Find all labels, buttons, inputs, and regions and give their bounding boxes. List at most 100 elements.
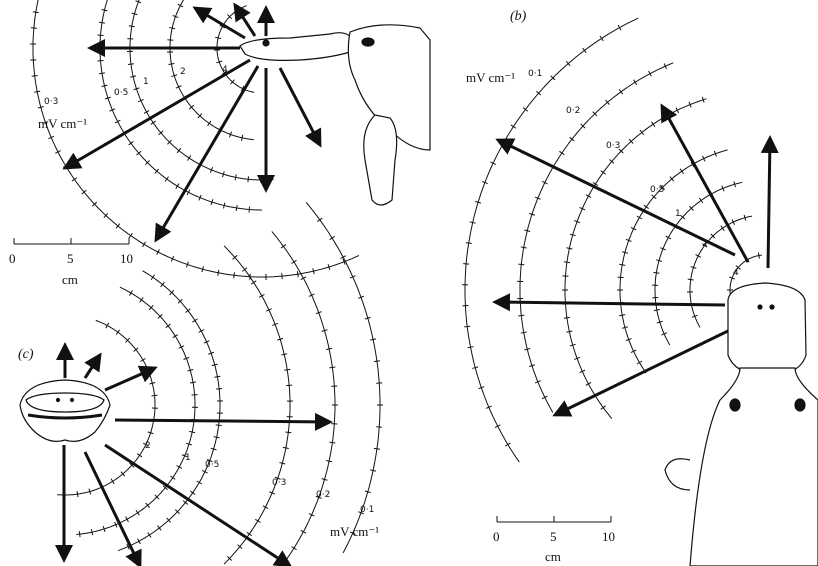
arc-tick: [285, 431, 292, 434]
arc-tick: [187, 155, 192, 161]
scale-a-tick-0: 0: [9, 251, 16, 266]
arc-tick: [103, 212, 109, 219]
arc-tick: [286, 384, 293, 387]
arc-tick: [42, 121, 49, 125]
field-vector-arrow: [83, 352, 102, 379]
arc-tick: [651, 121, 656, 127]
arc-tick: [636, 360, 643, 365]
arc-tick: [599, 35, 604, 42]
arc-tick: [258, 294, 265, 298]
arc-tick: [349, 275, 356, 279]
arc-tick: [274, 476, 281, 480]
arc-tick: [481, 180, 488, 185]
arc-tick: [467, 346, 474, 349]
field-vector-arrow: [278, 67, 322, 148]
arc-tick: [713, 150, 717, 157]
arc-tick: [566, 247, 573, 250]
arc-tick: [198, 329, 205, 333]
arc-tick: [133, 347, 139, 352]
arc-tick: [126, 543, 130, 550]
arc-tick: [131, 12, 138, 16]
arc-tick: [559, 150, 565, 156]
scale-a-unit: cm: [62, 272, 78, 287]
arc-tick: [102, 525, 106, 532]
contour-label: 1: [675, 209, 681, 219]
arc-tick: [219, 24, 226, 29]
arc-tick: [213, 436, 220, 439]
arc-tick: [183, 356, 190, 360]
arc-tick: [563, 316, 570, 319]
contour-label: 4: [733, 268, 739, 278]
field-vector-arrow: [492, 293, 726, 312]
arc-tick: [34, 90, 41, 93]
arc-tick: [81, 189, 87, 195]
contour-label: 0·2: [316, 490, 330, 500]
arc-tick: [125, 516, 129, 523]
arc-tick: [90, 529, 94, 536]
arc-tick: [582, 47, 587, 54]
arc-tick: [625, 238, 632, 242]
arc-tick: [280, 244, 287, 249]
contour-label: 0·5: [114, 88, 128, 98]
arc-tick: [172, 334, 179, 339]
arc-tick: [172, 15, 179, 19]
arc-tick: [185, 308, 191, 313]
contour-arc-a: [99, 0, 262, 211]
arc-tick: [104, 96, 111, 100]
arc-tick: [71, 177, 78, 182]
arc-tick: [321, 329, 328, 332]
field-vector-arrow: [192, 6, 246, 40]
arc-tick: [281, 273, 283, 280]
arc-tick: [137, 98, 144, 103]
panel-a-unit-label: mV cm⁻¹: [38, 116, 87, 131]
contour-label: 0·3: [44, 97, 58, 107]
arc-tick: [169, 26, 176, 30]
arc-tick: [262, 505, 269, 509]
arc-tick: [308, 293, 315, 297]
arc-tick: [188, 104, 195, 110]
arc-tick: [234, 174, 237, 181]
arc-tick: [197, 113, 203, 119]
arc-tick: [490, 161, 497, 165]
arc-tick: [291, 546, 297, 551]
arc-tick: [621, 251, 628, 254]
scale-b-tick-5: 5: [550, 529, 557, 544]
arc-tick: [528, 364, 535, 368]
arc-tick: [281, 353, 288, 356]
arc-tick: [534, 196, 541, 200]
arc-tick: [660, 247, 666, 251]
arc-tick: [469, 221, 476, 224]
arc-tick: [609, 159, 615, 164]
contour-arc-b: [519, 62, 674, 413]
arc-tick: [216, 387, 223, 390]
arc-tick: [32, 11, 39, 14]
arc-tick: [569, 233, 576, 237]
arc-tick: [105, 322, 110, 329]
arc-tick: [142, 442, 149, 447]
arc-tick: [370, 338, 377, 341]
contour-label: 0·5: [650, 185, 664, 195]
arc-tick: [185, 261, 189, 268]
arc-tick: [580, 123, 586, 129]
arc-tick: [250, 280, 257, 285]
arc-tick: [574, 220, 581, 224]
arc-tick: [659, 184, 665, 190]
arc-tick: [88, 488, 92, 495]
arc-tick: [720, 225, 725, 231]
arc-tick: [690, 266, 697, 269]
arc-tick: [518, 263, 525, 266]
arc-tick: [463, 263, 470, 265]
arc-tick: [164, 176, 169, 182]
arc-tick: [98, 72, 106, 75]
arc-tick: [176, 147, 182, 154]
arc-tick: [148, 305, 154, 311]
arc-tick: [619, 314, 626, 317]
arc-tick: [701, 155, 706, 162]
contour-label: 2: [702, 239, 708, 249]
arc-tick: [139, 297, 144, 303]
arc-tick: [691, 314, 698, 318]
arc-tick: [233, 272, 235, 279]
arc-tick: [528, 212, 535, 216]
arc-tick: [109, 108, 116, 112]
arc-tick: [698, 197, 704, 204]
